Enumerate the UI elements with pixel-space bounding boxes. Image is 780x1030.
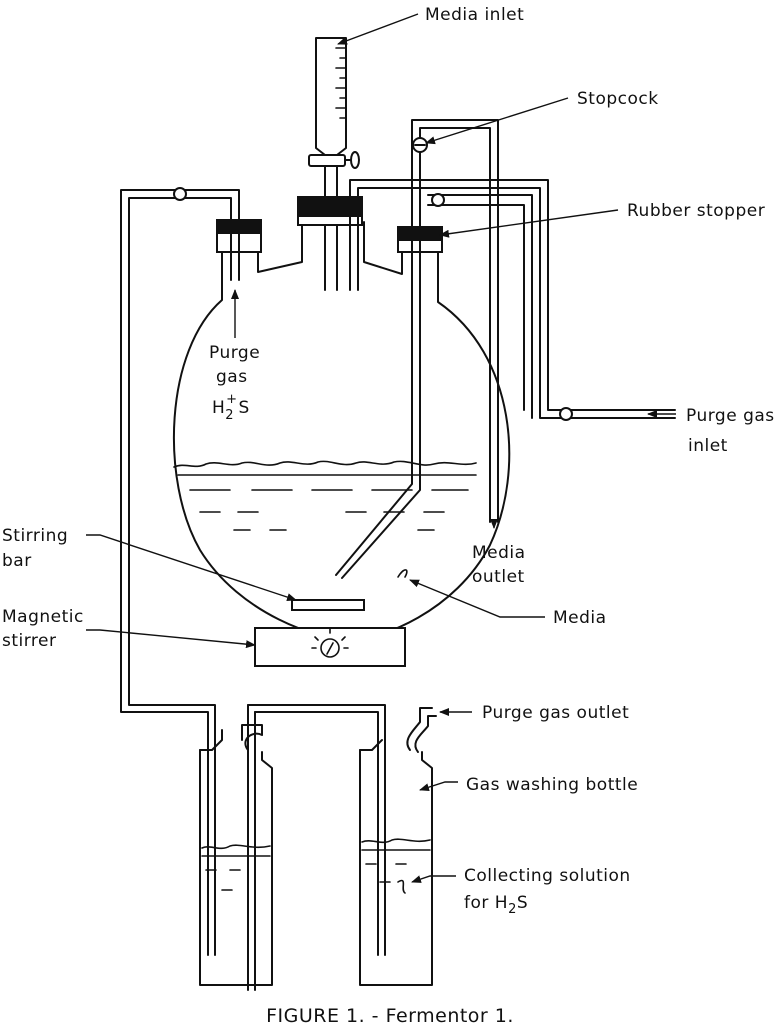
label-purge-gas-outlet: Purge gas outlet: [482, 703, 629, 723]
label-h2s: H2+S: [212, 392, 250, 423]
tube-purge-gas-inlet: [349, 179, 676, 421]
label-stirring-bar-line2: bar: [2, 551, 32, 571]
leaders: [86, 13, 676, 883]
label-collecting-solution-line1: Collecting solution: [464, 866, 631, 886]
stirring-bar: [291, 599, 365, 611]
label-stirring-bar-line1: Stirring: [2, 526, 68, 546]
label-media-outlet-line2: outlet: [472, 567, 525, 587]
magnetic-stirrer: [254, 627, 406, 667]
gas-washing-bottle-right: [359, 707, 437, 986]
label-purge-gas-line1: Purge: [209, 343, 260, 363]
label-stopcock: Stopcock: [577, 89, 659, 109]
label-magnetic-stirrer-line1: Magnetic: [2, 607, 84, 627]
label-purge-gas-inlet-line2: inlet: [688, 436, 728, 456]
tube-media-outlet: [335, 119, 499, 579]
label-gas-washing-bottle: Gas washing bottle: [466, 775, 638, 795]
tube-left-long: [120, 187, 240, 741]
label-rubber-stopper: Rubber stopper: [627, 201, 765, 221]
tube-connecting-bottles: [247, 704, 386, 761]
label-purge-gas-inlet-line1: Purge gas: [686, 406, 775, 426]
label-magnetic-stirrer-line2: stirrer: [2, 631, 57, 651]
label-media: Media: [553, 608, 607, 628]
label-media-inlet: Media inlet: [425, 5, 524, 25]
rubber-stopper-center: [297, 196, 363, 226]
media-inlet-stopcock: [308, 151, 360, 169]
label-purge-gas-line2: gas: [216, 367, 248, 387]
label-collecting-solution-line2: for H2S: [464, 893, 528, 917]
figure-caption: FIGURE 1. - Fermentor 1.: [266, 1005, 514, 1027]
label-media-outlet-line1: Media: [472, 543, 526, 563]
gas-washing-bottle-left: [199, 704, 273, 991]
